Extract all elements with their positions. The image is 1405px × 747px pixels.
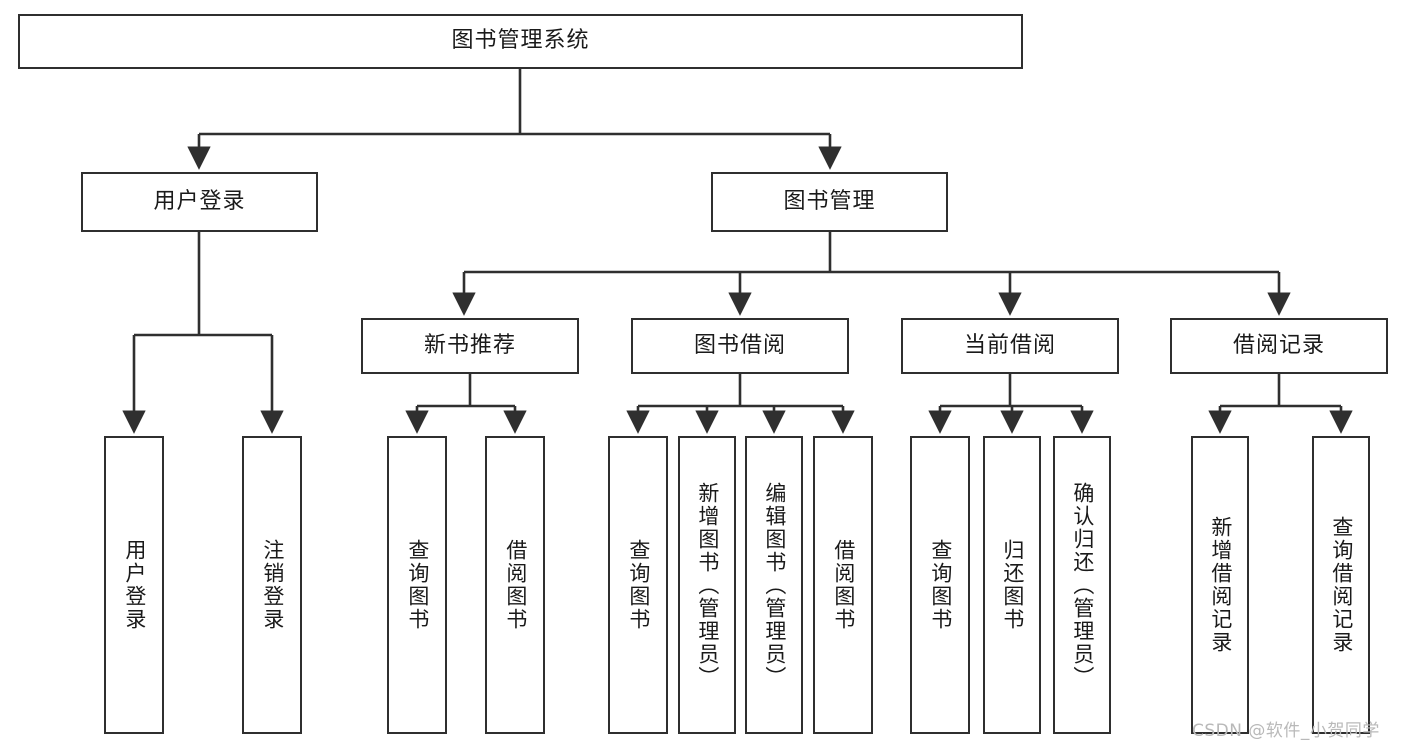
- node-leaf-query-record-label: 查询借阅记录: [1329, 516, 1354, 654]
- node-leaf-logout[interactable]: 注销登录: [242, 436, 302, 734]
- node-new-book-rec-label: 新书推荐: [423, 332, 516, 358]
- node-current-borrow[interactable]: 当前借阅: [901, 318, 1119, 374]
- node-leaf-borrow-book-rec[interactable]: 借阅图书: [485, 436, 545, 734]
- node-leaf-query-record[interactable]: 查询借阅记录: [1312, 436, 1370, 734]
- node-leaf-query-book-rec[interactable]: 查询图书: [387, 436, 447, 734]
- node-leaf-query-book-current-label: 查询图书: [928, 539, 953, 631]
- node-book-borrow[interactable]: 图书借阅: [631, 318, 849, 374]
- node-leaf-borrow-book[interactable]: 借阅图书: [813, 436, 873, 734]
- node-borrow-record[interactable]: 借阅记录: [1170, 318, 1388, 374]
- node-leaf-user-login-label: 用户登录: [122, 539, 147, 631]
- node-leaf-edit-book[interactable]: 编辑图书（管理员）: [745, 436, 803, 734]
- node-leaf-logout-label: 注销登录: [260, 539, 285, 631]
- node-root-label: 图书管理系统: [451, 28, 590, 54]
- node-book-borrow-label: 图书借阅: [693, 332, 786, 358]
- node-leaf-add-record-label: 新增借阅记录: [1208, 516, 1233, 654]
- node-new-book-rec[interactable]: 新书推荐: [361, 318, 579, 374]
- node-root[interactable]: 图书管理系统: [18, 14, 1023, 69]
- node-leaf-add-record[interactable]: 新增借阅记录: [1191, 436, 1249, 734]
- node-user-login[interactable]: 用户登录: [81, 172, 318, 232]
- node-leaf-borrow-book-label: 借阅图书: [831, 539, 856, 631]
- node-leaf-return-book-label: 归还图书: [1000, 539, 1025, 631]
- node-leaf-query-book-current[interactable]: 查询图书: [910, 436, 970, 734]
- node-leaf-query-book-borrow-label: 查询图书: [626, 539, 651, 631]
- node-leaf-query-book-borrow[interactable]: 查询图书: [608, 436, 668, 734]
- node-leaf-confirm-return-label: 确认归还（管理员）: [1070, 481, 1095, 689]
- node-user-login-label: 用户登录: [153, 188, 246, 214]
- node-book-manage[interactable]: 图书管理: [711, 172, 948, 232]
- node-leaf-borrow-book-rec-label: 借阅图书: [503, 539, 528, 631]
- node-borrow-record-label: 借阅记录: [1232, 332, 1325, 358]
- node-leaf-confirm-return[interactable]: 确认归还（管理员）: [1053, 436, 1111, 734]
- node-leaf-query-book-rec-label: 查询图书: [405, 539, 430, 631]
- node-leaf-edit-book-label: 编辑图书（管理员）: [762, 481, 787, 689]
- node-leaf-add-book-label: 新增图书（管理员）: [695, 481, 720, 689]
- node-leaf-user-login[interactable]: 用户登录: [104, 436, 164, 734]
- node-book-manage-label: 图书管理: [783, 188, 876, 214]
- node-leaf-return-book[interactable]: 归还图书: [983, 436, 1041, 734]
- node-leaf-add-book[interactable]: 新增图书（管理员）: [678, 436, 736, 734]
- node-current-borrow-label: 当前借阅: [963, 332, 1056, 358]
